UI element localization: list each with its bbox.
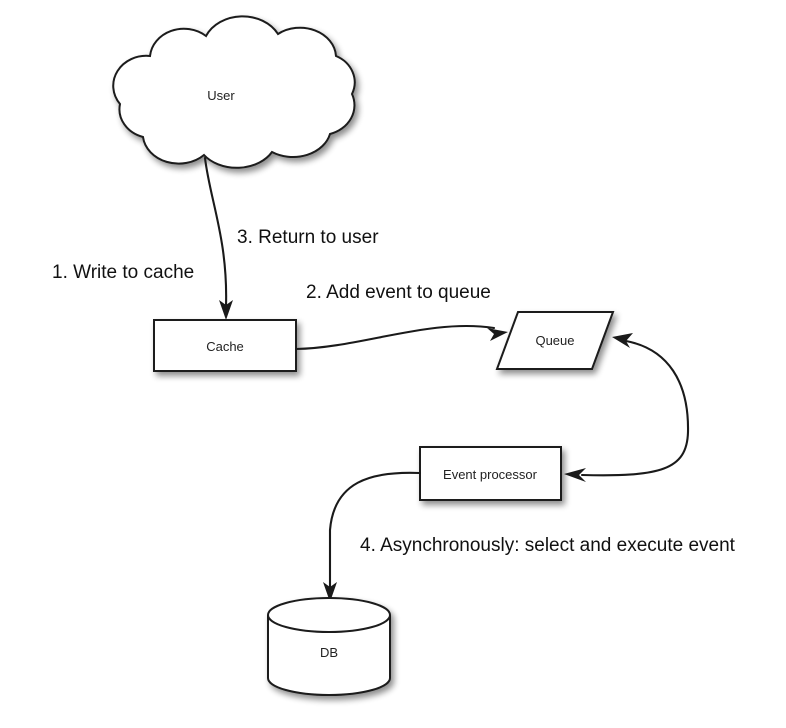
node-cache[interactable]: Cache — [153, 319, 297, 372]
node-queue-label: Queue — [535, 333, 574, 348]
step-label-3: 3. Return to user — [237, 227, 379, 248]
edge-cache-to-queue — [294, 324, 508, 351]
node-user-label: User — [207, 88, 235, 103]
edge-queue-event-processor-loop — [564, 333, 690, 482]
edge-user-to-cache — [203, 156, 233, 320]
step-label-4: 4. Asynchronously: select and execute ev… — [360, 535, 736, 556]
node-db[interactable]: DB — [267, 597, 391, 696]
step-label-1: 1. Write to cache — [52, 262, 194, 283]
node-db-label: DB — [320, 645, 338, 660]
node-event-processor-label: Event processor — [443, 467, 538, 482]
node-user[interactable]: User — [112, 15, 356, 169]
edge-event-processor-to-db — [323, 471, 422, 602]
node-event-processor[interactable]: Event processor — [419, 446, 562, 501]
step-label-2: 2. Add event to queue — [306, 282, 491, 303]
arrowhead-queue-loop-in — [612, 333, 633, 348]
arrowhead-event-processor-in — [564, 468, 586, 482]
arrowhead-db-in — [323, 582, 337, 602]
node-cache-label: Cache — [206, 339, 244, 354]
arrowhead-queue-in — [487, 328, 508, 341]
arrowhead-cache-in — [219, 300, 233, 320]
node-queue[interactable]: Queue — [495, 311, 615, 370]
